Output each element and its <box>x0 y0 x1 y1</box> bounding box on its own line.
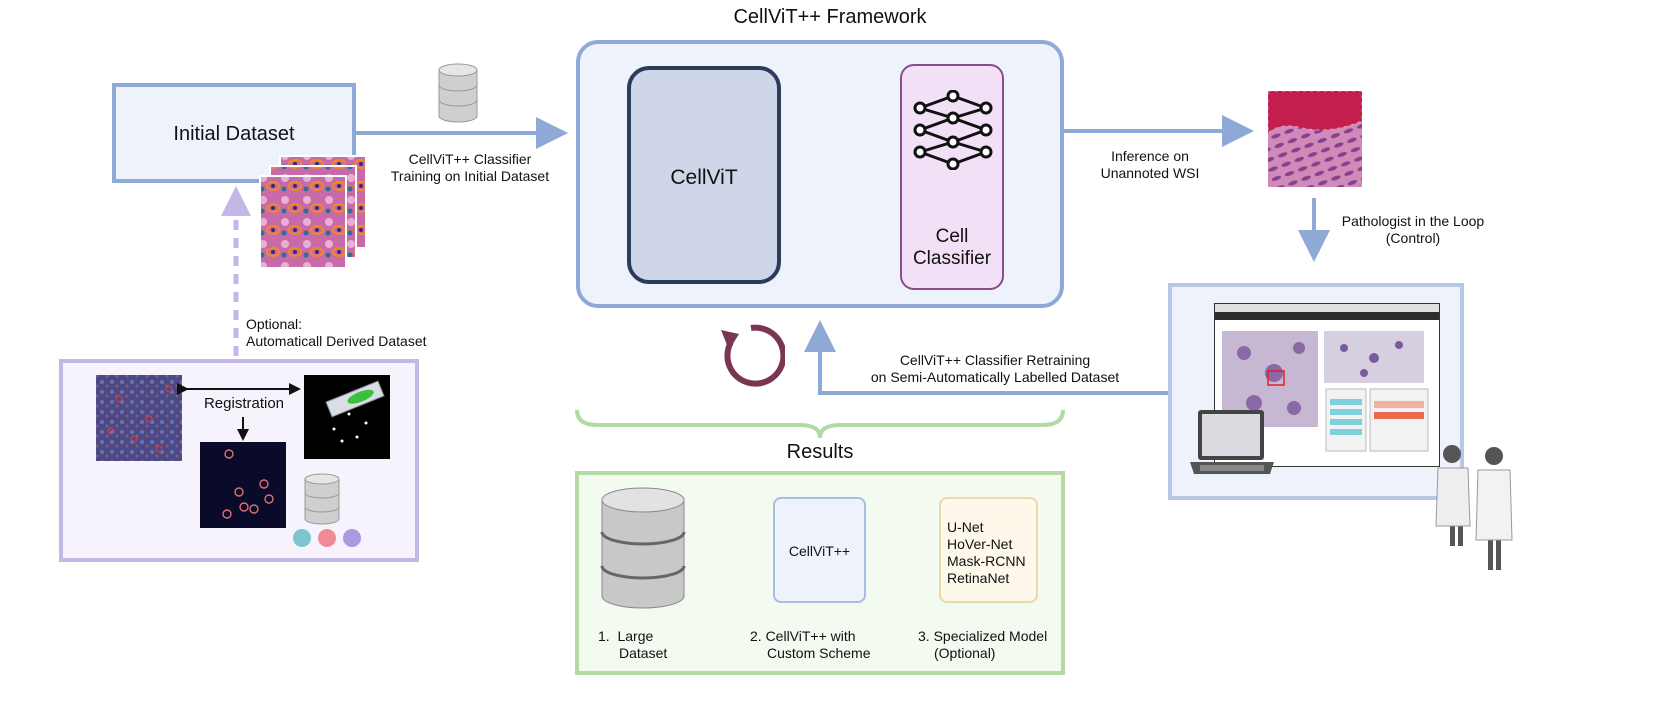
optional-label-line1: Optional: <box>246 316 303 332</box>
training-label-line1: CellViT++ Classifier <box>408 151 532 167</box>
specialized-models-box: U-Net HoVer-Net Mask-RCNN RetinaNet <box>939 497 1038 603</box>
cellvit-label: CellViT <box>670 166 738 189</box>
classifier-label-line1: Cell <box>935 226 969 247</box>
tissue-slide-icon <box>1268 91 1362 187</box>
result-item3-line2: (Optional) <box>934 645 996 661</box>
result-item1-line1: 1. Large <box>598 628 654 644</box>
results-title: Results <box>786 441 854 463</box>
pathologist-label-line1: Pathologist in the Loop <box>1341 213 1485 229</box>
inference-label-line2: Unannoted WSI <box>1100 165 1200 181</box>
model-hovernet: HoVer-Net <box>947 536 1013 552</box>
result-item2-line2: Custom Scheme <box>767 645 871 661</box>
training-label-line2: Training on Initial Dataset <box>390 168 550 184</box>
result-item2-line1: 2. CellViT++ with <box>750 628 856 644</box>
result-item1-line2: Dataset <box>619 645 668 661</box>
model-retinanet: RetinaNet <box>947 570 1010 586</box>
cellvit-model-box: CellViT <box>627 66 781 284</box>
model-maskrcnn: Mask-RCNN <box>947 553 1026 569</box>
neural-network-icon <box>913 90 993 170</box>
annotated-tissue-stack <box>259 155 367 269</box>
model-unet: U-Net <box>947 519 984 535</box>
cell-classifier-box: Cell Classifier <box>900 64 1004 290</box>
pathologist-label-line2: (Control) <box>1385 230 1441 246</box>
database-icon <box>438 63 478 123</box>
inference-label-line1: Inference on <box>1111 148 1189 164</box>
laptop-icon <box>1190 410 1274 474</box>
pathologist-figures-icon <box>1435 445 1513 570</box>
refresh-cycle-icon <box>721 324 785 387</box>
large-database-icon <box>600 487 686 609</box>
registration-label: Registration <box>203 395 285 412</box>
optional-label-line2: Automaticall Derived Dataset <box>246 333 427 349</box>
classifier-label-line2: Classifier <box>912 248 992 269</box>
cellvit-pp-box: CellViT++ <box>773 497 866 603</box>
framework-title: CellViT++ Framework <box>733 6 927 28</box>
retraining-label-line2: on Semi-Automatically Labelled Dataset <box>870 369 1120 385</box>
initial-dataset-title: Initial Dataset <box>173 123 295 145</box>
retraining-label-line1: CellViT++ Classifier Retraining <box>899 352 1091 368</box>
result-item3-line1: 3. Specialized Model <box>918 628 1048 644</box>
cellvit-pp-label: CellViT++ <box>788 543 851 559</box>
registration-panel-graphics <box>96 375 390 547</box>
